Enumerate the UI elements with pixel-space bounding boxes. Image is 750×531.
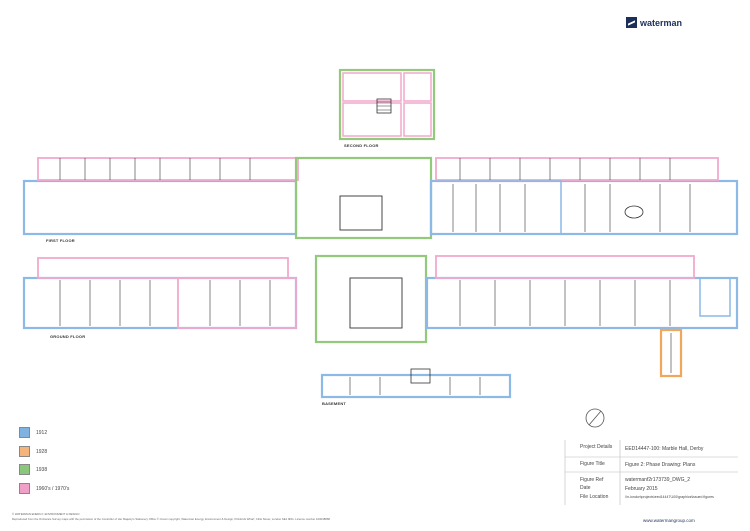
waterman-logo-icon bbox=[626, 17, 637, 28]
basement-label: BASEMENT bbox=[322, 401, 347, 406]
project-details-value: EED14447-100: Marble Hall, Derby bbox=[625, 446, 704, 452]
first-floor-label: FIRST FLOOR bbox=[46, 238, 75, 243]
basement-plan bbox=[320, 368, 512, 399]
legend-item-1928: 1928 bbox=[19, 446, 47, 457]
north-arrow-icon bbox=[585, 408, 605, 428]
legend-label: 1912 bbox=[36, 429, 48, 436]
figure-title-value: Figure 2: Phase Drawing: Plans bbox=[625, 462, 696, 468]
footer-url-link[interactable]: www.watermangroup.com bbox=[643, 518, 695, 523]
date-value: February 2015 bbox=[625, 486, 658, 492]
legend-item-1912: 1912 bbox=[19, 427, 47, 438]
legend-label: 1960's / 1970's bbox=[36, 485, 70, 492]
legend-item-1960s: 1960's / 1970's bbox=[19, 483, 69, 494]
waterman-logo: waterman bbox=[626, 17, 682, 28]
date-label: Date bbox=[580, 485, 591, 491]
first-floor-plan bbox=[22, 156, 739, 240]
project-details-label: Project Details bbox=[580, 444, 613, 450]
legend-item-1938: 1938 bbox=[19, 464, 47, 475]
file-location-value: \\n-london\projects\eed14447\100\graphic… bbox=[625, 495, 714, 499]
second-floor-plan bbox=[338, 68, 436, 141]
figure-ref-label: Figure Ref bbox=[580, 477, 604, 483]
legend-label: 1938 bbox=[36, 466, 48, 473]
footer-notice: Reproduced from the Ordnance Survey maps… bbox=[12, 517, 330, 521]
figure-ref-value: watermanf2r173739_DWG_2 bbox=[625, 477, 691, 483]
legend-swatch bbox=[19, 483, 30, 494]
second-floor-label: SECOND FLOOR bbox=[344, 143, 379, 148]
legend-swatch bbox=[19, 446, 30, 457]
logo-text: waterman bbox=[640, 17, 683, 28]
legend-swatch bbox=[19, 427, 30, 438]
figure-title-label: Figure Title bbox=[580, 461, 605, 467]
footer-company: © WATERMAN ENERGY, ENVIRONMENT & DESIGN bbox=[12, 512, 80, 516]
legend-swatch bbox=[19, 464, 30, 475]
ground-floor-label: GROUND FLOOR bbox=[50, 334, 86, 339]
legend-label: 1928 bbox=[36, 448, 48, 455]
ground-floor-plan bbox=[22, 254, 739, 378]
file-location-label: File Location bbox=[580, 494, 609, 500]
